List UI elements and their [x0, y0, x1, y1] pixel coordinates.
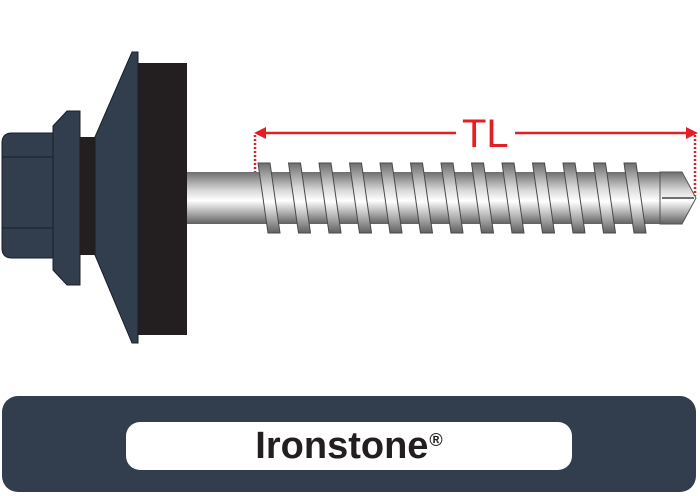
- dimension-label: TL: [456, 112, 515, 156]
- thread-crest: [318, 162, 342, 234]
- thread-crest: [501, 162, 525, 234]
- thread-crest: [409, 162, 434, 234]
- thread-crest: [562, 162, 586, 234]
- thread-crest: [257, 162, 281, 234]
- thread-crest: [379, 162, 403, 234]
- thread-crest: [623, 162, 647, 234]
- hex-head: [1, 132, 56, 259]
- flange: [52, 110, 81, 286]
- thread-crest: [348, 162, 373, 234]
- product-name: Ironstone: [255, 424, 429, 467]
- thread-crest: [531, 162, 556, 234]
- neck: [80, 137, 95, 255]
- thread-crest: [440, 162, 464, 234]
- thread-crest: [592, 162, 617, 234]
- epdm-washer: [138, 63, 187, 335]
- cone-washer: [94, 51, 139, 344]
- trademark-symbol: ®: [429, 429, 443, 450]
- thread-crest: [470, 162, 495, 234]
- product-label: Ironstone®: [126, 422, 572, 470]
- threads: [257, 162, 647, 234]
- thread-crest: [287, 162, 312, 234]
